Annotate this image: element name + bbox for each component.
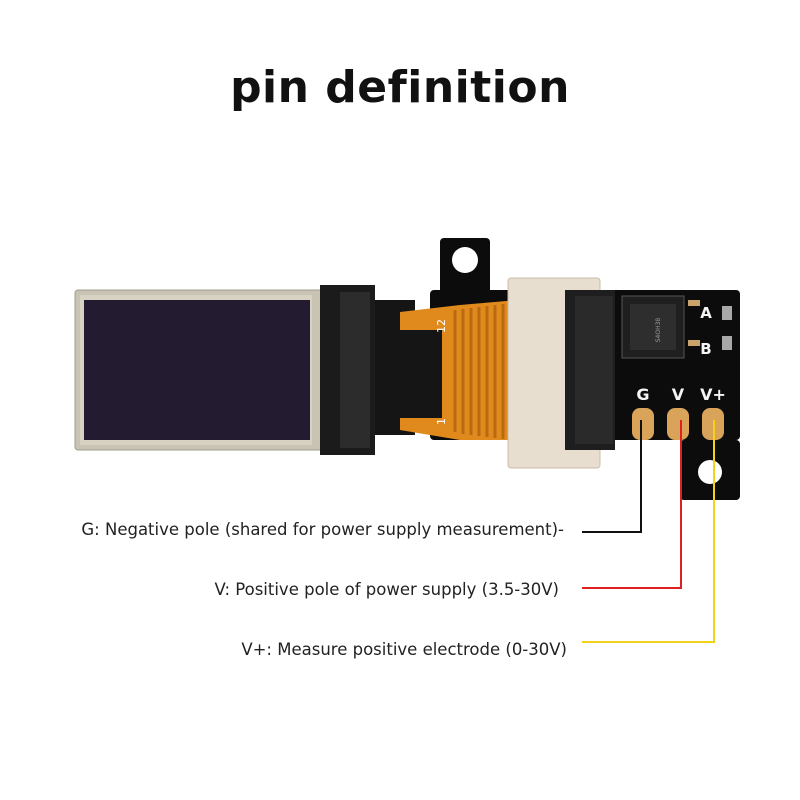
silkscreen-b: B [700, 340, 711, 358]
wire-g [582, 420, 642, 533]
wire-v [582, 420, 682, 589]
oled-display [74, 285, 375, 455]
ic-chip: S4OH38 [621, 295, 685, 359]
pin-v-description: V: Positive pole of power supply (3.5-30… [214, 580, 560, 599]
solder-pad-g [632, 408, 654, 440]
page-title: pin definition [230, 62, 570, 113]
flex-cable [400, 300, 518, 440]
flex-pin-first: 1 [435, 418, 448, 425]
fpc-connector [507, 277, 615, 469]
pin-g-description: G: Negative pole (shared for power suppl… [81, 520, 564, 539]
oled-screen-glass [84, 300, 310, 440]
silkscreen-a: A [700, 304, 712, 322]
pin-vplus-description: V+: Measure positive electrode (0-30V) [241, 640, 567, 659]
flex-pin-last: 12 [435, 319, 448, 333]
pad-label-g: G [636, 385, 649, 404]
chip-marking: S4OH38 [655, 318, 662, 343]
pad-label-v: V [672, 385, 685, 404]
solder-pad-v [667, 408, 689, 440]
mount-hole-top [452, 247, 478, 273]
pad-label-vplus: V+ [700, 385, 726, 404]
wire-vplus [582, 420, 715, 643]
mount-hole-bottom [698, 460, 722, 484]
